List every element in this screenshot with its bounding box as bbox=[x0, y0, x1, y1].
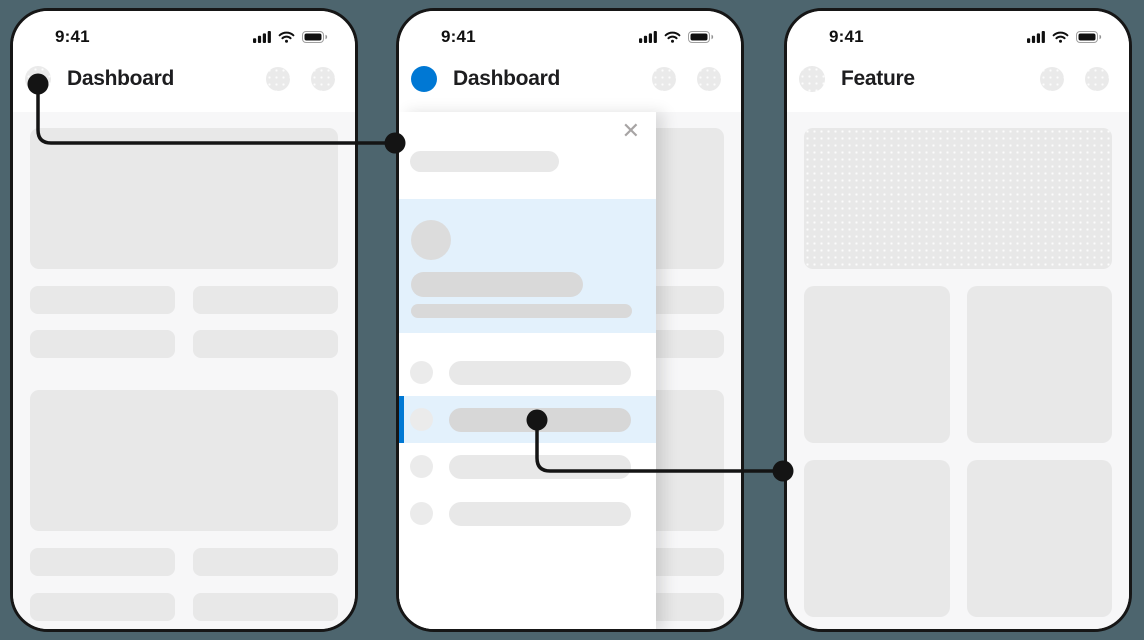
phone-dashboard-start: 9:41 Dashboard bbox=[10, 8, 358, 632]
text-placeholder bbox=[193, 548, 338, 576]
header-action-button-1[interactable] bbox=[652, 66, 676, 91]
menu-item-label-placeholder bbox=[449, 360, 631, 385]
status-time: 9:41 bbox=[829, 27, 864, 46]
status-bar: 9:41 bbox=[13, 11, 355, 55]
drawer-menu-item-1[interactable] bbox=[399, 349, 656, 396]
text-placeholder bbox=[193, 286, 338, 314]
drawer-menu bbox=[399, 349, 656, 537]
placeholder-row bbox=[30, 286, 338, 314]
card-placeholder bbox=[804, 460, 950, 617]
battery-icon bbox=[1076, 31, 1102, 43]
navigation-drawer: ✕ bbox=[399, 112, 656, 629]
phone-dashboard-drawer-open: 9:41 Dashboard bbox=[396, 8, 744, 632]
text-placeholder bbox=[193, 330, 338, 358]
placeholder-row bbox=[30, 330, 338, 358]
text-placeholder bbox=[30, 330, 175, 358]
avatar bbox=[411, 220, 451, 260]
placeholder-row bbox=[30, 548, 338, 576]
profile-name-placeholder bbox=[411, 272, 583, 297]
page-title: Feature bbox=[841, 66, 915, 90]
menu-item-icon bbox=[410, 361, 433, 384]
text-placeholder bbox=[30, 286, 175, 314]
card-placeholder bbox=[966, 286, 1112, 443]
drawer-menu-item-2-selected[interactable] bbox=[399, 396, 656, 443]
phone-top: 9:41 Dashboard bbox=[13, 11, 355, 112]
battery-icon bbox=[688, 31, 714, 43]
status-icons bbox=[1027, 31, 1102, 43]
page-title: Dashboard bbox=[67, 66, 174, 90]
text-placeholder bbox=[30, 548, 175, 576]
status-time: 9:41 bbox=[55, 27, 90, 46]
status-icons bbox=[639, 31, 714, 43]
app-header: Dashboard bbox=[13, 55, 355, 112]
menu-item-icon bbox=[410, 408, 433, 431]
phone-top: 9:41 Dashboard bbox=[399, 11, 741, 112]
hero-placeholder bbox=[30, 128, 338, 269]
profile-subtitle-placeholder bbox=[411, 304, 632, 318]
wifi-icon bbox=[1052, 31, 1069, 43]
page-title: Dashboard bbox=[453, 66, 560, 90]
menu-button-active[interactable] bbox=[411, 65, 437, 92]
drawer-menu-item-3[interactable] bbox=[399, 443, 656, 490]
app-header: Feature bbox=[787, 55, 1129, 112]
text-placeholder bbox=[30, 593, 175, 621]
text-placeholder bbox=[193, 593, 338, 621]
header-action-button-2[interactable] bbox=[311, 66, 335, 91]
cellular-signal-icon bbox=[1027, 31, 1045, 43]
placeholder-row bbox=[30, 593, 338, 621]
menu-button[interactable] bbox=[25, 65, 51, 92]
menu-item-label-placeholder bbox=[449, 407, 631, 432]
menu-item-icon bbox=[410, 455, 433, 478]
hero-placeholder bbox=[804, 128, 1112, 269]
cellular-signal-icon bbox=[253, 31, 271, 43]
header-action-button-2[interactable] bbox=[1085, 66, 1109, 91]
header-action-button-1[interactable] bbox=[1040, 66, 1064, 91]
feature-content bbox=[787, 112, 1129, 629]
drawer-title-placeholder bbox=[410, 151, 559, 172]
card-grid bbox=[804, 286, 1112, 617]
status-icons bbox=[253, 31, 328, 43]
menu-item-icon bbox=[410, 502, 433, 525]
drawer-profile-section[interactable] bbox=[399, 199, 656, 333]
menu-item-label-placeholder bbox=[449, 454, 631, 479]
status-bar: 9:41 bbox=[399, 11, 741, 55]
wifi-icon bbox=[278, 31, 295, 43]
header-action-button-2[interactable] bbox=[697, 66, 721, 91]
drawer-menu-item-4[interactable] bbox=[399, 490, 656, 537]
card-placeholder bbox=[966, 460, 1112, 617]
phone-feature: 9:41 Feature bbox=[784, 8, 1132, 632]
status-time: 9:41 bbox=[441, 27, 476, 46]
status-bar: 9:41 bbox=[787, 11, 1129, 55]
back-menu-button[interactable] bbox=[799, 65, 825, 92]
hero-placeholder bbox=[30, 390, 338, 531]
card-placeholder bbox=[804, 286, 950, 443]
dashboard-content-under-drawer: ✕ bbox=[399, 112, 741, 629]
cellular-signal-icon bbox=[639, 31, 657, 43]
header-action-button-1[interactable] bbox=[266, 66, 290, 91]
selected-item-accent-bar bbox=[399, 396, 404, 443]
close-icon[interactable]: ✕ bbox=[621, 118, 640, 143]
app-header: Dashboard bbox=[399, 55, 741, 112]
wifi-icon bbox=[664, 31, 681, 43]
dashboard-content bbox=[13, 112, 355, 629]
battery-icon bbox=[302, 31, 328, 43]
phone-top: 9:41 Feature bbox=[787, 11, 1129, 112]
menu-item-label-placeholder bbox=[449, 501, 631, 526]
